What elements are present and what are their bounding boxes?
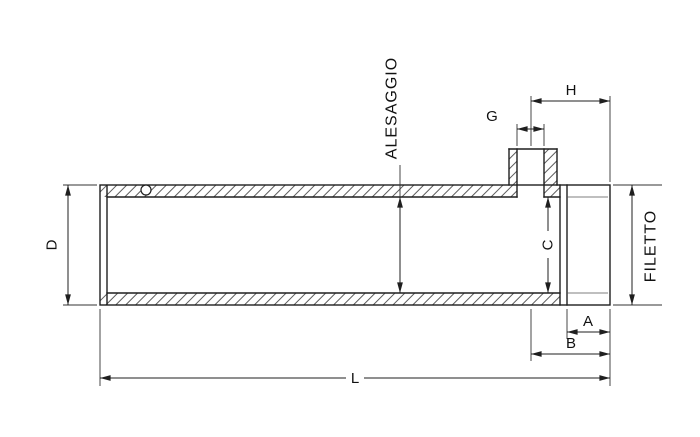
dimension-a: A [566,309,610,339]
dimension-b: B [530,309,610,361]
label-h: H [566,82,577,99]
hatch-top-wall-right [544,185,560,197]
label-alesaggio: ALESAGGIO [384,57,401,159]
label-filetto: FILETTO [643,210,660,283]
label-b: B [566,335,576,352]
label-c: C [539,239,556,250]
tube-body [99,184,611,306]
dimension-g: G [486,108,545,146]
port-fitting [508,148,558,198]
dimension-h: H [530,82,611,182]
hatch-port-left [509,149,517,185]
hatch-top-wall [100,185,517,197]
label-a: A [583,313,593,330]
dimension-thread-filetto: FILETTO [613,184,662,306]
dimension-c: C [539,197,556,293]
label-d: D [43,239,60,250]
hatched-wall-sections [100,149,560,305]
label-l: L [351,370,359,387]
wall-hole [140,184,152,196]
hatch-port-right [544,149,557,185]
dimension-l: L [99,309,611,387]
tube-outer-outline [99,184,611,306]
label-backing [539,231,556,258]
label-backing [346,369,364,387]
dimension-d: D [43,184,97,306]
dimension-bore-alesaggio: ALESAGGIO [384,57,403,293]
label-g: G [486,108,498,125]
hatch-bottom-wall [100,293,560,305]
